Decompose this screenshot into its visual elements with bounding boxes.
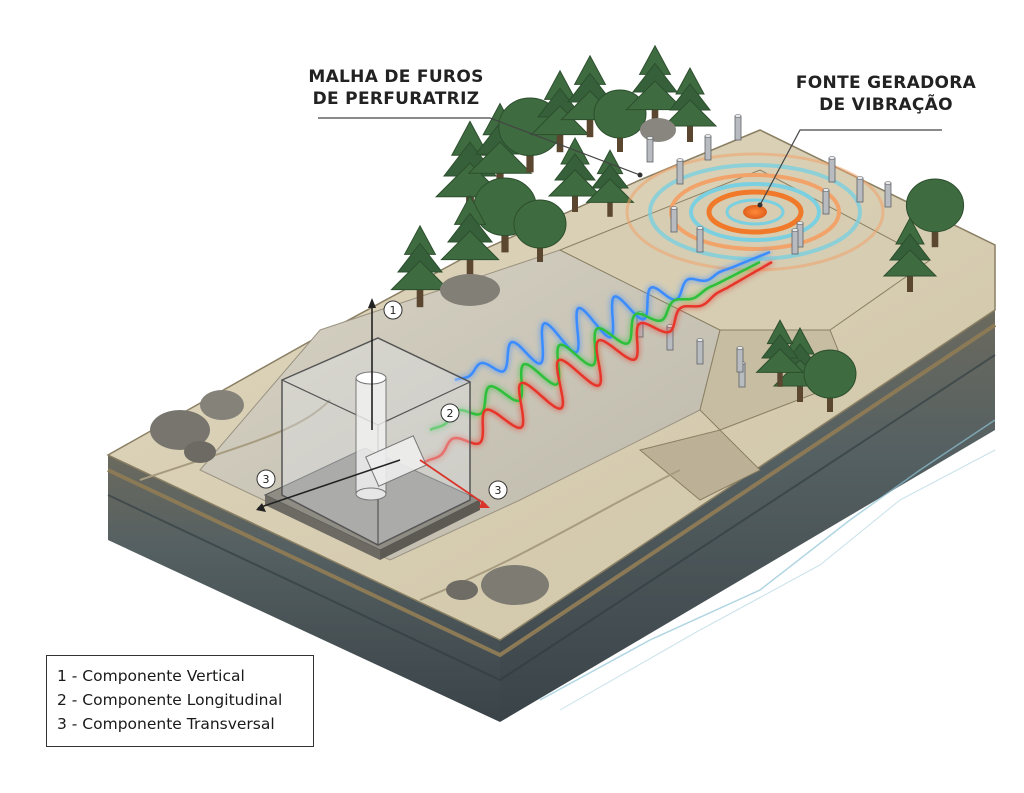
tree-cluster (390, 44, 965, 412)
drill-hole (791, 228, 799, 255)
drill-hole (696, 338, 704, 365)
vibration-source-callout-line-1: FONTE GERADORA (795, 73, 977, 93)
legend-box: 1 - Componente Vertical 2 - Componente L… (46, 655, 314, 747)
drill-hole (822, 188, 830, 215)
tree-icon (390, 224, 450, 308)
legend-item-longitudinal: 2 - Componente Longitudinal (57, 691, 283, 709)
source-core (743, 205, 767, 219)
vibration-source-callout-line-2: DE VIBRAÇÃO (819, 95, 953, 115)
tree-icon (905, 178, 965, 248)
axis-marker-longitudinal: 2 (447, 407, 454, 420)
tree-icon (513, 199, 567, 262)
drill-hole (736, 346, 744, 373)
drill-hole (676, 158, 684, 185)
legend-item-transverse: 3 - Componente Transversal (57, 715, 275, 733)
tree-icon (662, 66, 718, 142)
seismograph-sensor (263, 337, 482, 560)
callout-leaders (318, 117, 942, 208)
tree-icon (593, 89, 647, 152)
vibration-source-callout: FONTE GERADORA DE VIBRAÇÃO (786, 72, 986, 116)
tree-icon (547, 136, 603, 212)
tree-icon (585, 149, 635, 217)
drill-grid-callout-line-2: DE PERFURATRIZ (312, 89, 480, 109)
axis-marker-transverse-left: 3 (263, 473, 270, 486)
drill-hole (828, 156, 836, 183)
drill-hole (884, 181, 892, 208)
soil-strata (107, 310, 997, 722)
tree-icon (803, 349, 857, 412)
axis-marker-vertical: 1 (390, 304, 397, 317)
transverse-wave (424, 260, 773, 464)
drill-grid-callout-line-1: MALHA DE FUROS (308, 67, 484, 87)
tree-icon (755, 319, 805, 387)
legend-item-vertical: 1 - Componente Vertical (57, 667, 245, 685)
drill-grid-callout: MALHA DE FUROS DE PERFURATRIZ (296, 66, 496, 110)
drill-hole (856, 176, 864, 203)
tree-icon (440, 194, 500, 278)
drill-hole (670, 206, 678, 233)
drill-hole-grid (636, 114, 892, 388)
drill-hole (704, 134, 712, 161)
vertical-wave (454, 250, 771, 382)
tree-icon (882, 216, 938, 292)
longitudinal-wave (429, 260, 761, 432)
drill-hole (696, 226, 704, 253)
measurement-axes: 1 2 3 3 (256, 298, 508, 512)
tree-icon (625, 44, 685, 128)
vibration-waves (424, 250, 773, 464)
vibration-source (625, 152, 885, 272)
drill-hole (734, 114, 742, 141)
rocks (150, 118, 676, 605)
drill-hole (646, 136, 654, 163)
axis-marker-transverse-right: 3 (495, 484, 502, 497)
